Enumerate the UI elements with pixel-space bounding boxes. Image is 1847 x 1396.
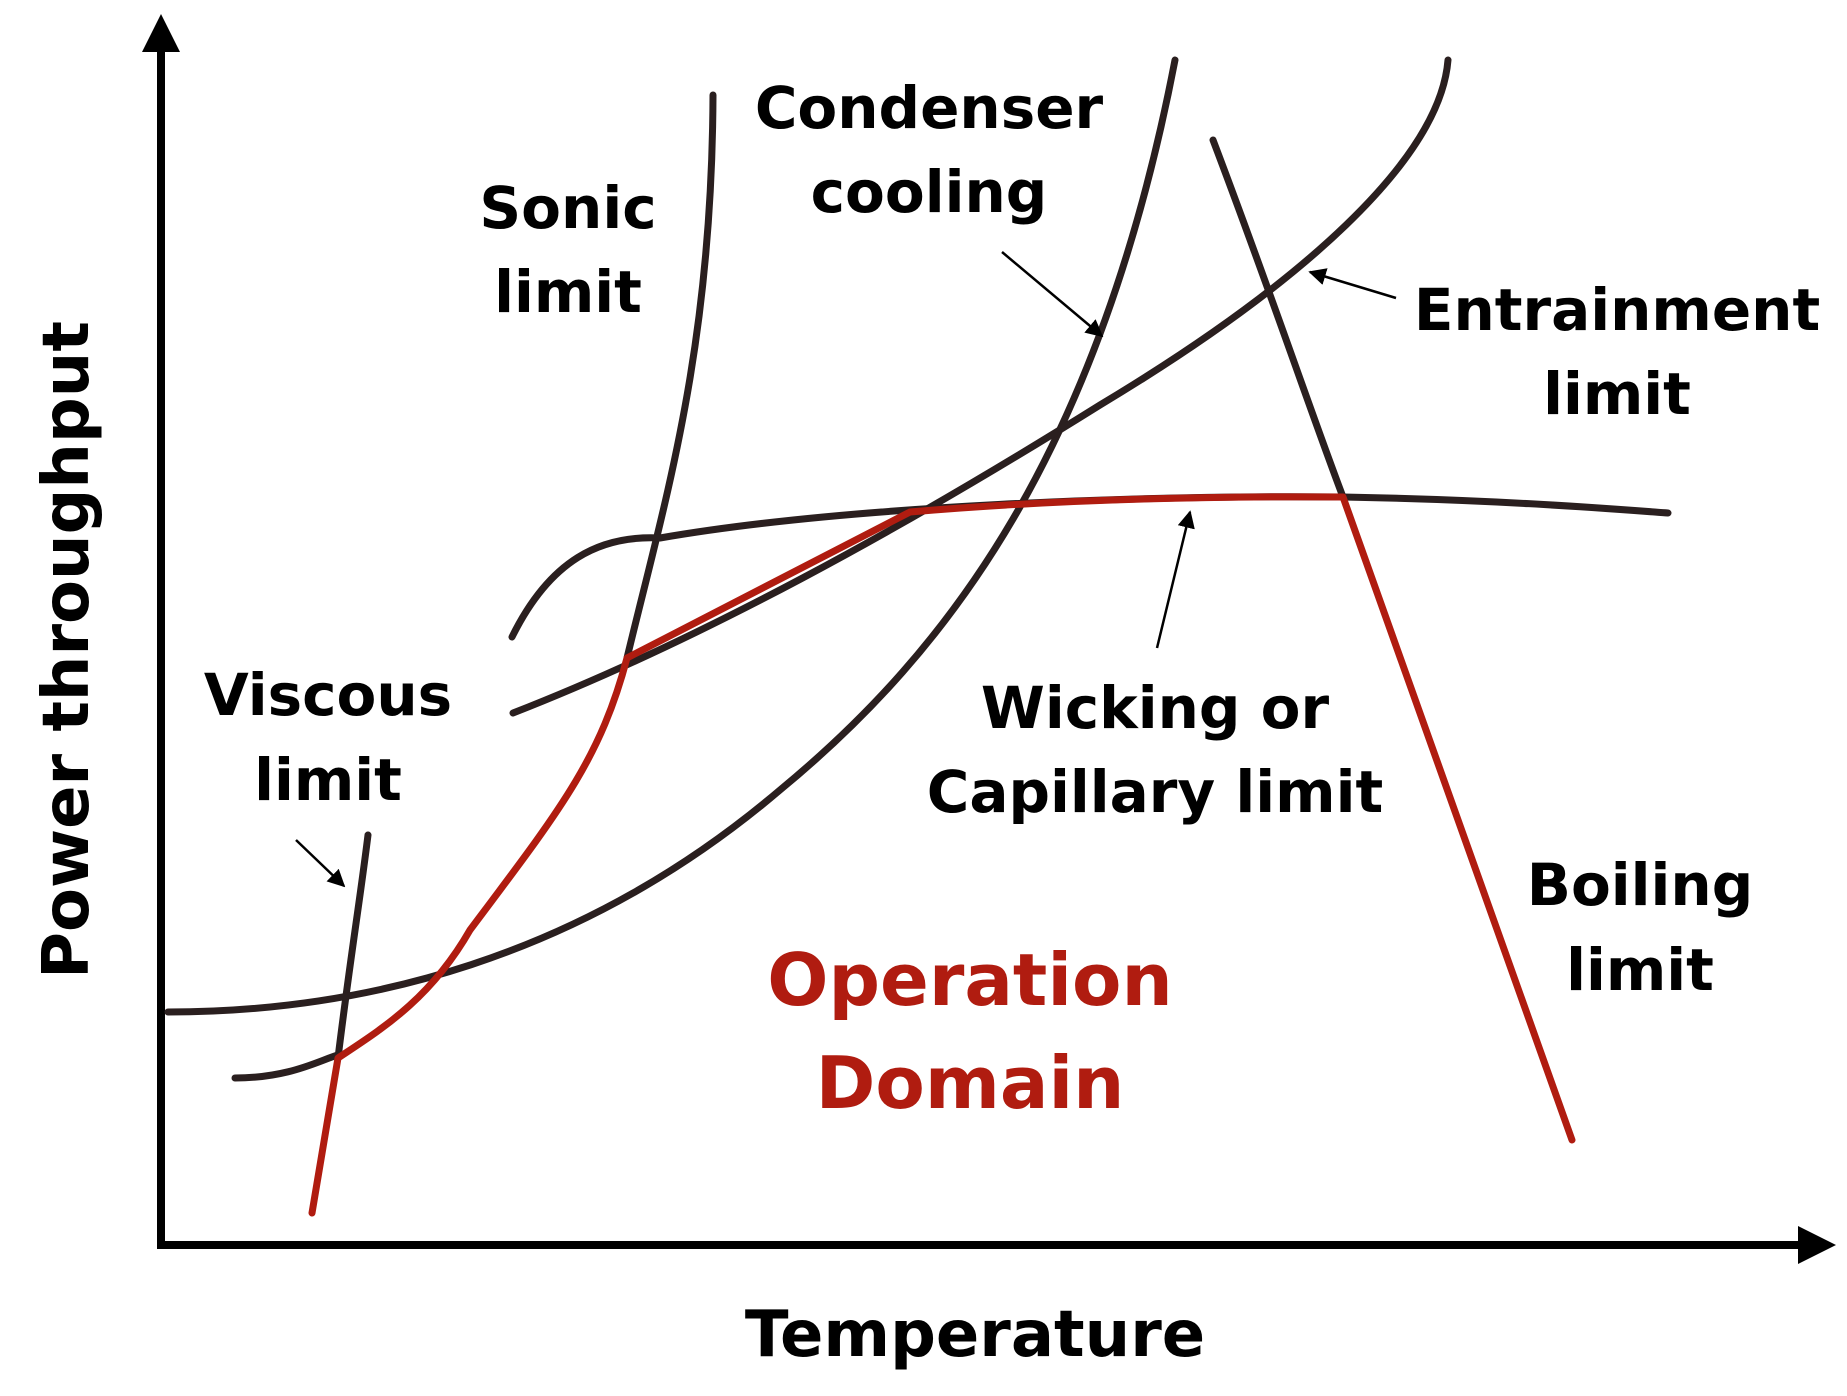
condenser-cooling-curve <box>164 56 1179 1016</box>
viscous-pointer <box>295 839 346 888</box>
sonic-label-line1: Sonic <box>479 174 656 242</box>
y-axis-label: Power throughput <box>30 321 104 979</box>
entrainment-label-line2: limit <box>1543 360 1691 428</box>
sonic-limit-curve <box>623 91 717 662</box>
viscous-label-line1: Viscous <box>204 661 452 729</box>
operation-boundary-curve <box>308 493 1576 1217</box>
entrainment-pointer <box>1308 268 1397 300</box>
boiling-label-line2: limit <box>1566 936 1714 1004</box>
boiling-label-line1: Boiling <box>1527 851 1754 919</box>
sonic-limit-lower-curve <box>231 1051 342 1082</box>
boiling-limit-upper-curve <box>1209 136 1347 501</box>
curve-labels: Sonic limit Condenser cooling Entrainmen… <box>204 74 1820 1125</box>
wicking-pointer <box>1155 510 1195 649</box>
y-axis-arrowhead <box>142 14 180 52</box>
entrainment-label-line1: Entrainment <box>1414 276 1820 344</box>
viscous-label-line2: limit <box>254 746 402 814</box>
limit-curves <box>164 56 1672 1082</box>
axes <box>142 14 1836 1264</box>
entrainment-limit-curve <box>509 56 1452 717</box>
wicking-label-line2: Capillary limit <box>927 758 1383 826</box>
condenser-pointer <box>1001 251 1104 338</box>
sonic-label-line2: limit <box>494 258 642 326</box>
viscous-limit-curve <box>334 831 372 1062</box>
operation-domain-label-line2: Domain <box>816 1041 1125 1125</box>
x-axis-label: Temperature <box>745 1298 1205 1372</box>
condenser-label-line2: cooling <box>811 158 1048 226</box>
pointer-arrows <box>295 251 1397 888</box>
wicking-limit-curve <box>508 493 1672 641</box>
x-axis-arrowhead <box>1798 1226 1836 1264</box>
wicking-label-line1: Wicking or <box>981 674 1330 742</box>
condenser-label-line1: Condenser <box>755 74 1104 142</box>
operation-domain-label-line1: Operation <box>767 938 1173 1022</box>
